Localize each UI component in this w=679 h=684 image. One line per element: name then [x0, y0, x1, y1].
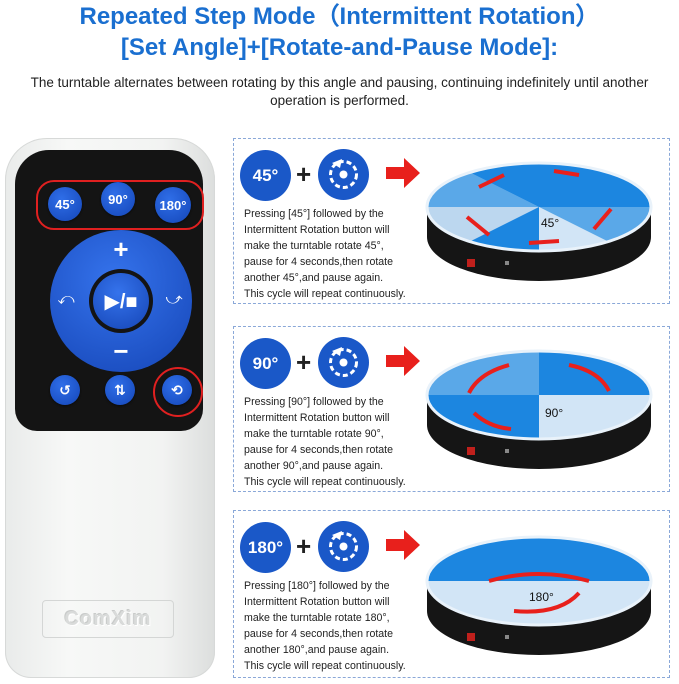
reset-rotation-button[interactable]: ↺	[50, 375, 80, 405]
dial-center-ring: ▶/■	[89, 269, 153, 333]
remote-control: 45° 90° 180° + ⤺ ⤻ − ▶/■ ↺ ⇅ ⟲ ComXim	[5, 138, 215, 678]
desc-line: Intermittent Rotation button will	[244, 224, 390, 236]
mode-panel-180: 180° + Pressing [180°] followed by the I…	[233, 510, 670, 678]
desc-line: Intermittent Rotation button will	[244, 596, 390, 608]
desc-line: This cycle will repeat continuously.	[244, 288, 406, 300]
rotate-right-icon[interactable]: ⤻	[165, 291, 183, 308]
red-arrow-icon	[386, 346, 420, 376]
rotate-left-icon[interactable]: ⤺	[57, 291, 75, 308]
remote-45-button[interactable]: 45°	[48, 187, 82, 221]
red-arrow-icon	[386, 158, 420, 188]
intermittent-rotation-icon	[318, 149, 369, 200]
intermittent-rotation-icon	[318, 521, 369, 572]
desc-line: This cycle will repeat continuously.	[244, 476, 406, 488]
mode-panel-90: 90° + Pressing [90°] followed by the Int…	[233, 326, 670, 492]
remote-180-button[interactable]: 180°	[155, 187, 191, 223]
angle-badge-45: 45°	[240, 150, 291, 201]
desc-line: make the turntable rotate 90°,	[244, 428, 384, 440]
intermittent-rotation-icon: ⟲	[171, 381, 183, 398]
plus-sign: +	[296, 347, 312, 377]
turntable-45-illustration: 45°	[425, 161, 653, 281]
desc-line: Pressing [180°] followed by the	[244, 580, 390, 592]
reset-rotation-icon: ↺	[59, 381, 71, 398]
desc-line: pause for 4 seconds,then rotate	[244, 628, 394, 640]
angle-badge-180: 180°	[240, 522, 291, 573]
angle-badge-90: 90°	[240, 338, 291, 389]
turntable-angle-label: 90°	[545, 406, 563, 420]
desc-line: another 45°,and pause again.	[244, 272, 384, 284]
page-subtitle: The turntable alternates between rotatin…	[30, 75, 649, 108]
desc-line: pause for 4 seconds,then rotate	[244, 444, 394, 456]
remote-button-panel: 45° 90° 180° + ⤺ ⤻ − ▶/■ ↺ ⇅ ⟲	[15, 150, 204, 431]
mode-description-180: Pressing [180°] followed by the Intermit…	[244, 578, 429, 674]
desc-line: Pressing [90°] followed by the	[244, 396, 384, 408]
swing-mode-icon: ⇅	[114, 381, 126, 398]
page-title-line-2: [Set Angle]+[Rotate-and-Pause Mode]:	[120, 34, 559, 61]
intermittent-rotation-icon	[318, 337, 369, 388]
desc-line: make the turntable rotate 180°,	[244, 612, 390, 624]
desc-line: Pressing [45°] followed by the	[244, 208, 384, 220]
mode-description-90: Pressing [90°] followed by the Intermitt…	[244, 394, 429, 490]
turntable-180-illustration: 180°	[425, 535, 653, 655]
desc-line: another 180°,and pause again.	[244, 644, 390, 656]
turntable-90-illustration: 90°	[425, 349, 653, 469]
desc-line: another 90°,and pause again.	[244, 460, 384, 472]
plus-sign: +	[296, 159, 312, 189]
intermittent-button-highlight	[153, 367, 203, 417]
desc-line: make the turntable rotate 45°,	[244, 240, 384, 252]
desc-line: This cycle will repeat continuously.	[244, 660, 406, 672]
remote-90-button[interactable]: 90°	[101, 182, 135, 216]
mode-description-45: Pressing [45°] followed by the Intermitt…	[244, 206, 429, 302]
turntable-angle-label: 180°	[529, 590, 554, 604]
angle-buttons-highlight	[36, 180, 204, 230]
desc-line: pause for 4 seconds,then rotate	[244, 256, 394, 268]
speed-up-button[interactable]: +	[113, 234, 129, 264]
remote-direction-dial[interactable]: + ⤺ ⤻ − ▶/■	[50, 230, 192, 372]
red-arrow-icon	[386, 530, 420, 560]
turntable-angle-label: 45°	[541, 216, 559, 230]
swing-mode-button[interactable]: ⇅	[105, 375, 135, 405]
intermittent-rotation-button[interactable]: ⟲	[162, 375, 192, 405]
page-title-line-1: Repeated Step Mode（Intermittent Rotation…	[79, 3, 600, 30]
mode-panel-45: 45° + Pressing [45°] followed by the Int…	[233, 138, 670, 304]
plus-sign: +	[296, 531, 312, 561]
desc-line: Intermittent Rotation button will	[244, 412, 390, 424]
brand-logo: ComXim	[42, 600, 174, 638]
play-pause-button[interactable]: ▶/■	[93, 273, 149, 329]
speed-down-button[interactable]: −	[113, 336, 129, 366]
